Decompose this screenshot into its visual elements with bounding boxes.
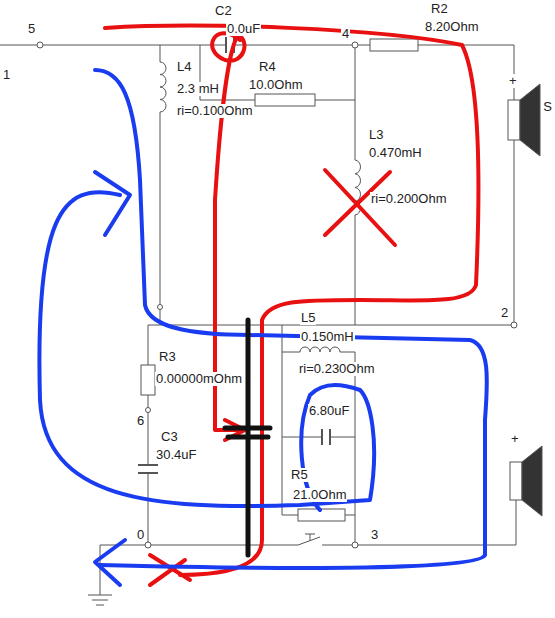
wire	[0, 45, 514, 100]
component-label: C3	[160, 430, 179, 444]
speaker-symbol	[520, 84, 540, 156]
component-label: ri=0.100Ohm	[176, 104, 254, 118]
annotation-stroke	[95, 70, 487, 568]
ground-symbol	[88, 545, 148, 605]
component-label: 5	[27, 22, 36, 36]
resistor-symbol	[141, 365, 155, 395]
capacitor-symbol	[322, 429, 330, 445]
component-label: 2	[500, 306, 509, 320]
component-label: 6	[136, 414, 145, 428]
component-label: L3	[368, 128, 384, 142]
terminal	[352, 42, 358, 48]
component-label: 21.0Ohm	[292, 488, 347, 502]
terminal	[511, 322, 517, 328]
component-label: R5	[290, 468, 309, 482]
annotation-cross	[325, 170, 395, 245]
terminal	[352, 542, 358, 548]
component-label: 10.0Ohm	[248, 78, 303, 92]
annotation-arrow	[150, 555, 190, 585]
terminal	[158, 305, 163, 310]
component-label: ri=0.200Ohm	[370, 192, 448, 206]
component-label: R4	[258, 60, 277, 74]
component-label: 0.00000mOhm	[155, 372, 243, 386]
component-label: ri=0.230Ohm	[298, 362, 376, 376]
component-label: R3	[158, 350, 177, 364]
component-label: +	[508, 74, 518, 88]
component-label: 4	[341, 27, 350, 41]
wire	[148, 140, 516, 545]
component-label: 1	[2, 68, 11, 82]
component-label: 0.0uF	[226, 22, 261, 36]
annotation-stroke	[105, 26, 479, 575]
switch-symbol	[298, 534, 320, 545]
component-label: 0	[136, 528, 145, 542]
capacitor-symbol	[138, 465, 158, 473]
inductor-symbol	[160, 62, 166, 112]
component-label: C2	[214, 4, 233, 18]
speaker-symbol	[508, 100, 520, 140]
component-label: 6.80uF	[308, 404, 350, 418]
inductor-symbol	[300, 347, 340, 352]
speaker-symbol	[522, 446, 542, 516]
annotation-arrow	[95, 540, 125, 585]
terminal	[146, 408, 151, 413]
terminal	[145, 542, 151, 548]
speaker-symbol	[510, 462, 522, 500]
annotation-stroke	[39, 192, 374, 510]
resistor-symbol	[255, 94, 315, 106]
terminal	[37, 42, 43, 48]
resistor-symbol	[370, 39, 418, 51]
component-label: S	[542, 100, 553, 114]
component-label: R2	[430, 2, 449, 16]
component-label: 0.150mH	[300, 330, 355, 344]
component-label: L4	[176, 60, 192, 74]
annotation-stroke	[225, 320, 270, 555]
component-label: 30.4uF	[155, 448, 197, 462]
component-label: 3	[370, 528, 379, 542]
wire	[282, 325, 355, 545]
annotation-arrow	[95, 172, 130, 235]
component-label: 0.470mH	[368, 146, 423, 160]
component-label: +	[510, 432, 520, 446]
component-label: 8.20Ohm	[424, 20, 479, 34]
component-label: 2.3 mH	[176, 82, 220, 96]
component-label: L5	[300, 311, 316, 325]
